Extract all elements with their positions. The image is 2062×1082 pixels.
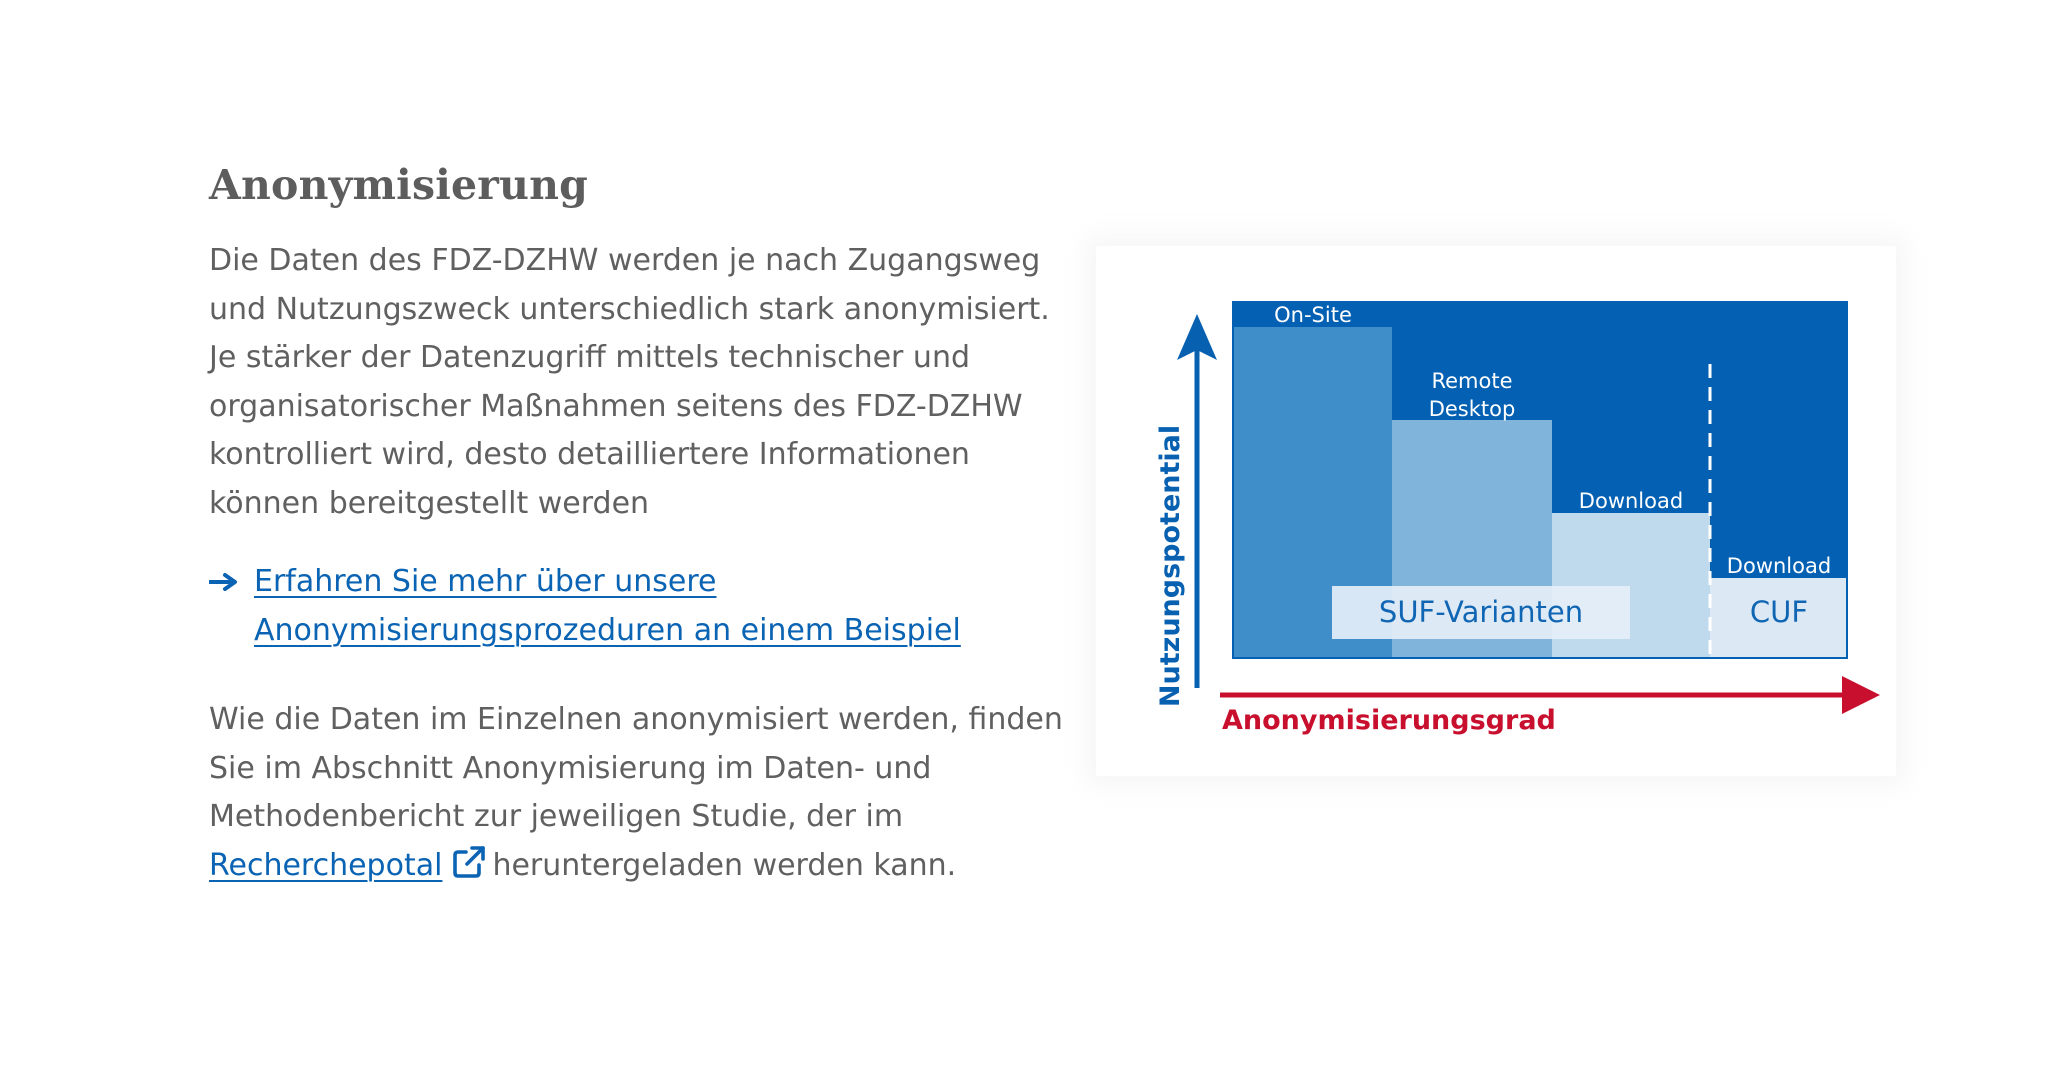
intro-line: und Nutzungszweck unterschiedlich stark … [209,291,1050,327]
label-download-cuf: Download [1727,554,1831,578]
outro-line: Sie im Abschnitt Anonymisierung im Daten… [209,750,932,786]
arrow-right-icon [209,573,237,591]
label-cuf: CUF [1750,595,1808,629]
link-line: Anonymisierungsprozeduren an einem Beisp… [254,612,961,648]
intro-line: Die Daten des FDZ-DZHW werden je nach Zu… [209,243,1041,278]
label-suf-variants: SUF-Varianten [1379,595,1583,629]
article-content: Anonymisierung Die Daten des FDZ-DZHW we… [209,155,1063,891]
anonymization-diagram: On-Site Remote Desktop Download Download… [1096,246,1896,776]
label-remote-line2: Desktop [1429,397,1516,421]
intro-line: Je stärker der Datenzugriff mittels tech… [209,340,971,375]
label-on-site: On-Site [1274,303,1352,327]
y-axis-arrowhead [1177,314,1217,360]
x-axis-arrowhead [1842,676,1880,714]
label-download-suf: Download [1579,489,1683,513]
level-download-cuf [1710,578,1846,657]
y-axis-label: Nutzungspotential [1155,425,1186,707]
research-portal-link[interactable]: Recherchepotal [209,847,443,883]
intro-line: organisatorischer Maßnahmen seitens des … [209,388,1023,424]
diagram-svg: On-Site Remote Desktop Download Download… [1155,301,1880,736]
link-line: Erfahren Sie mehr über unsere [254,564,717,599]
suf-band [1332,586,1630,639]
outro-tail-text: heruntergeladen werden kann. [492,847,957,883]
outro-line: Wie die Daten im Einzelnen anonymisiert … [209,702,1063,737]
anonymization-example-link[interactable]: Erfahren Sie mehr über unsere Anonymisie… [254,558,1039,655]
page-title: Anonymisierung [209,161,588,209]
intro-paragraph: Die Daten des FDZ-DZHW werden je nach Zu… [209,237,1050,528]
more-info-link-block: Erfahren Sie mehr über unsere Anonymisie… [209,558,1039,655]
x-axis-label: Anonymisierungsgrad [1222,705,1556,736]
external-link-icon[interactable] [452,845,486,879]
outro-paragraph: Wie die Daten im Einzelnen anonymisiert … [209,696,1063,891]
outro-line: Methodenbericht zur jeweiligen Studie, d… [209,799,904,834]
intro-line: kontrolliert wird, desto detailliertere … [209,437,970,472]
label-remote-line1: Remote [1431,369,1512,393]
outro-line-last: Recherchepotal heruntergeladen werden ka… [209,842,1039,891]
intro-line: können bereitgestellt werden [209,485,650,521]
